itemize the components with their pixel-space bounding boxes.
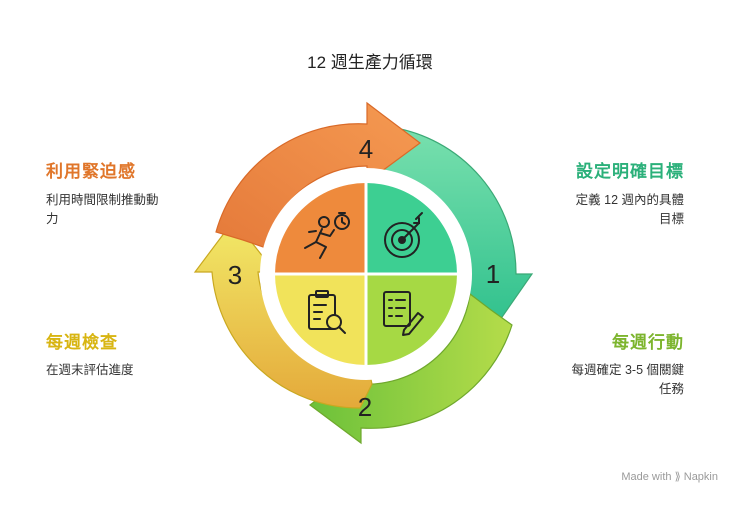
brand-made-with: Made with [621, 471, 672, 483]
target-icon [384, 212, 423, 258]
step-1-number: 1 [486, 259, 500, 289]
step-3-heading: 每週檢查 [46, 333, 118, 352]
checklist-pen-icon [383, 291, 424, 336]
step-4-desc-line: 力 [46, 212, 59, 226]
step-4-desc-line: 利用時間限制推動動 [46, 193, 159, 207]
step-2-desc-line: 任務 [658, 382, 684, 396]
step-1-description: 定義 12 週內的具體 目標 [576, 191, 684, 229]
step-1-heading: 設定明確目標 [576, 162, 684, 181]
step-4-heading: 利用緊迫感 [46, 162, 136, 181]
step-3-number: 3 [228, 260, 242, 290]
step-2-desc-line: 每週確定 3-5 個關鍵 [571, 363, 684, 377]
brand-name: Napkin [683, 471, 718, 483]
quadrant-4 [275, 183, 366, 274]
step-1-desc-line: 目標 [658, 212, 684, 226]
brand-watermark: Made with ⟫ Napkin [621, 470, 718, 483]
diagram-title: 12 週生產力循環 [307, 53, 433, 72]
step-4-number: 4 [359, 134, 373, 164]
napkin-logo-icon: ⟫ [674, 471, 681, 483]
step-2-number: 2 [358, 392, 372, 422]
running-timer-icon [304, 212, 350, 259]
step-3-description: 在週末評估進度 [46, 361, 134, 380]
step-4-description: 利用時間限制推動動 力 [46, 191, 159, 229]
clipboard-search-icon [308, 290, 346, 334]
step-3-desc-line: 在週末評估進度 [46, 363, 134, 377]
step-2-description: 每週確定 3-5 個關鍵 任務 [571, 361, 684, 399]
step-1-desc-line: 定義 12 週內的具體 [575, 193, 684, 207]
step-2-heading: 每週行動 [612, 333, 684, 352]
